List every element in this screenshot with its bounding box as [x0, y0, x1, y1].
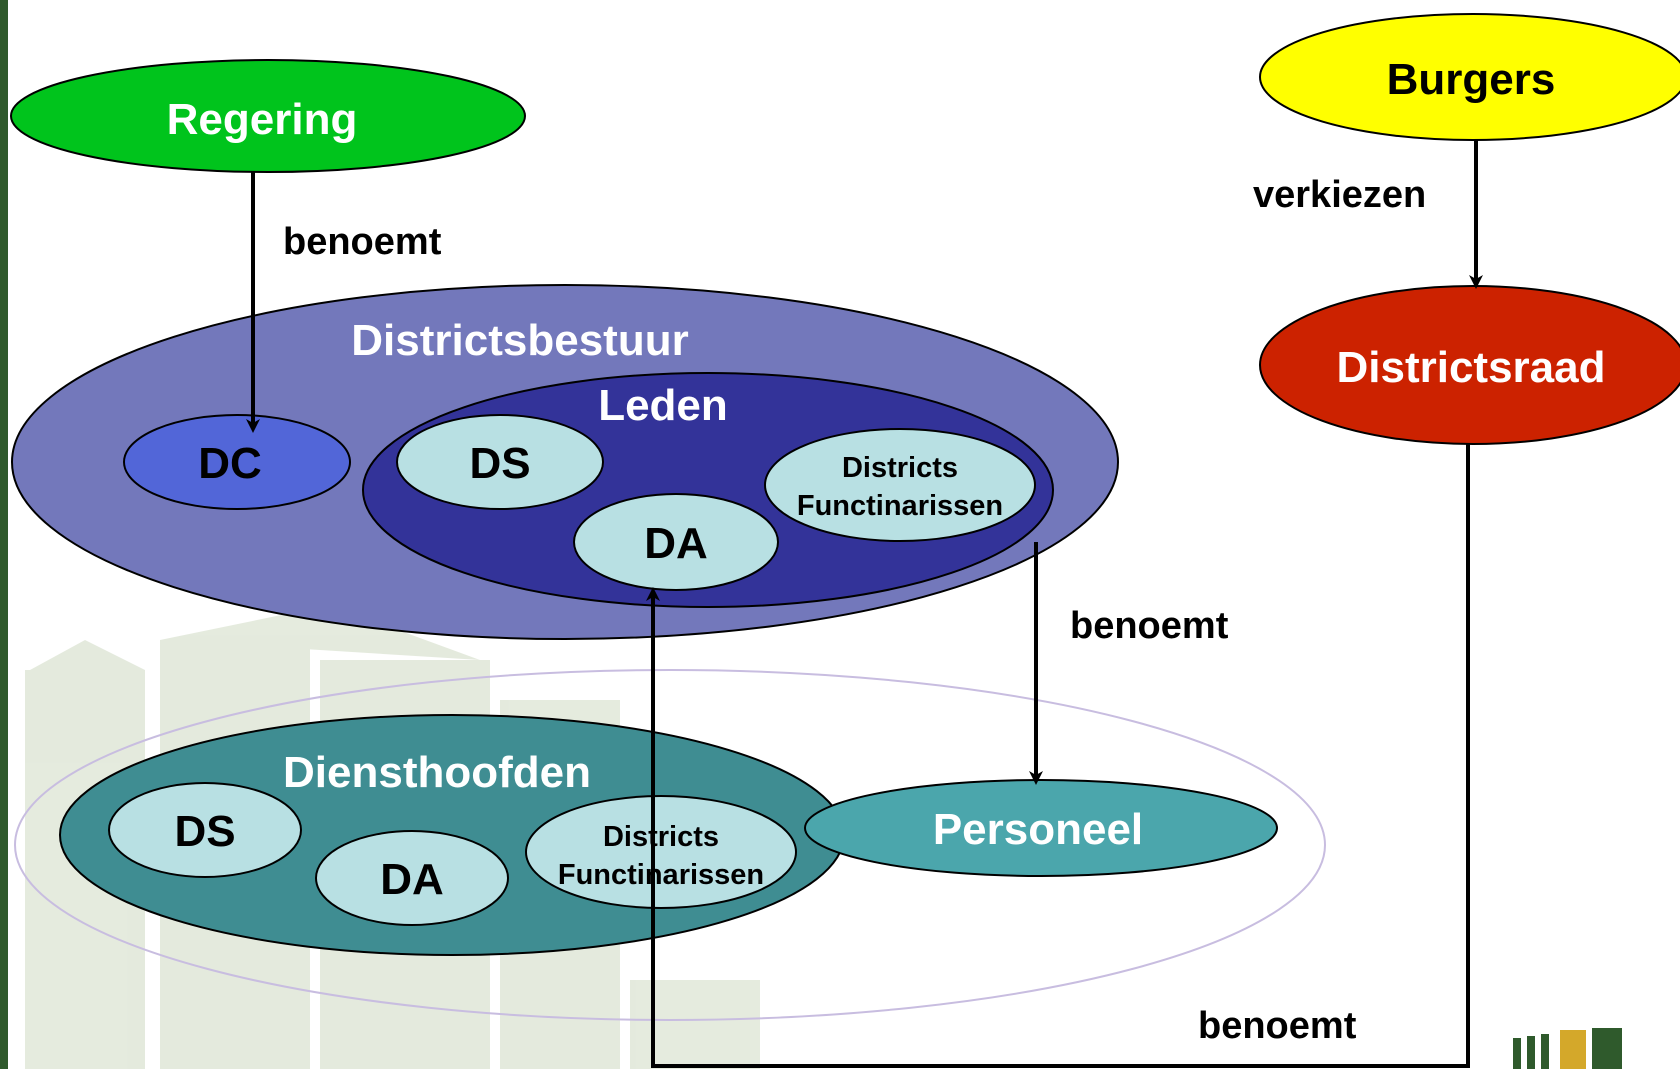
- regering-label: Regering: [167, 95, 358, 144]
- districtsraad-label: Districtsraad: [1336, 343, 1605, 392]
- da-top-label: DA: [644, 519, 708, 568]
- edge-districtsraad-to-da: [646, 444, 1470, 1068]
- edge-districtsraad-to-da-label: benoemt: [1198, 1005, 1357, 1047]
- regering-ellipse: [10, 59, 526, 173]
- leden-label: Leden: [598, 381, 728, 430]
- da-bottom-label: DA: [380, 855, 444, 904]
- burgers-ellipse: [1259, 13, 1680, 141]
- ds-bottom-ellipse: [108, 782, 302, 878]
- burgers-label: Burgers: [1387, 55, 1556, 104]
- personeel-label: Personeel: [933, 805, 1143, 854]
- df-bottom-line1: Districts: [603, 821, 719, 853]
- df-bottom-ellipse: [525, 795, 797, 909]
- df-bottom-line2: Functinarissen: [558, 859, 764, 891]
- left-strip: [0, 0, 8, 1069]
- edge-leden-to-personeel-label: benoemt: [1070, 605, 1229, 647]
- da-top-ellipse: [573, 493, 779, 591]
- df-top-ellipse: [764, 428, 1036, 542]
- df-top-line1: Districts: [842, 452, 958, 484]
- diensthoofden-label: Diensthoofden: [283, 748, 591, 797]
- dc-label: DC: [198, 439, 262, 488]
- ds-bottom-label: DS: [174, 807, 235, 856]
- edge-burgers-to-districtsraad-label: verkiezen: [1253, 174, 1426, 216]
- df-top-line2: Functinarissen: [797, 490, 1003, 522]
- ds-top-ellipse: [396, 414, 604, 510]
- districtsbestuur-label: Districtsbestuur: [351, 316, 688, 365]
- da-bottom-ellipse: [315, 830, 509, 926]
- edge-regering-to-dc-label: benoemt: [283, 221, 442, 263]
- ds-top-label: DS: [469, 439, 530, 488]
- logo-fragment: [1513, 1028, 1622, 1069]
- dc-ellipse: [123, 414, 351, 510]
- outer-ring: [14, 669, 1326, 1021]
